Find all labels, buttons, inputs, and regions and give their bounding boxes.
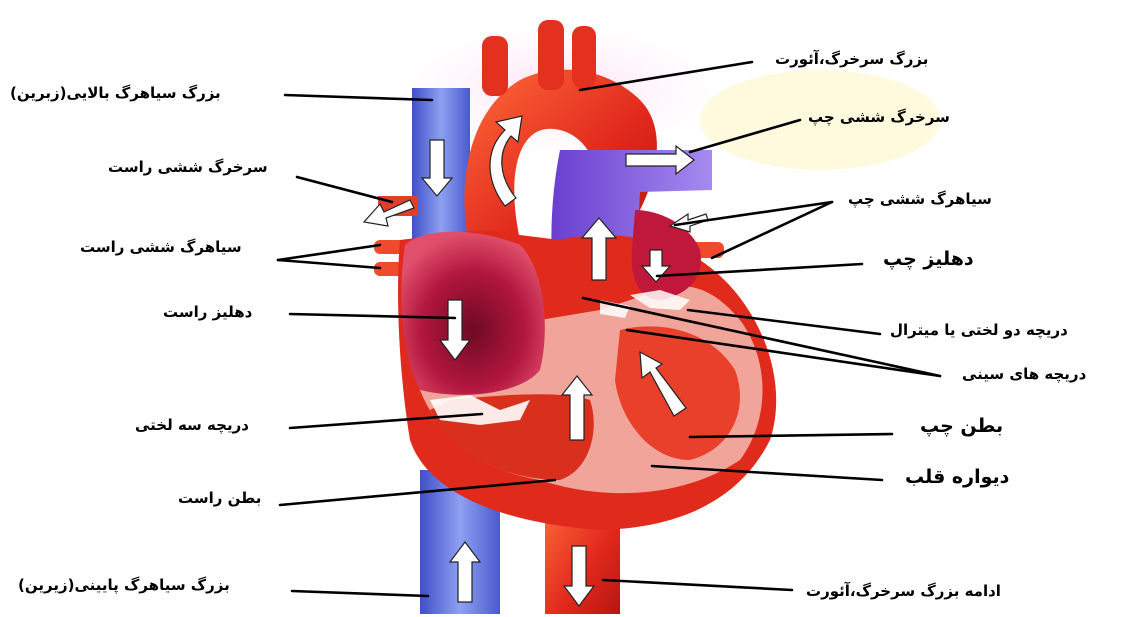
label-right-pulmonary-veins: سیاهرگ ششی راست: [80, 240, 242, 255]
label-mitral-valve: دریچه دو لختی یا میترال: [890, 323, 1068, 338]
leader-descending-aorta: [603, 580, 792, 590]
aorta-branch-1: [482, 36, 508, 96]
label-right-ventricle: بطن راست: [178, 491, 261, 506]
label-left-pulmonary-veins: سیاهرگ ششی چپ: [848, 192, 992, 207]
label-descending-aorta: ادامه بزرگ سرخرگ،آئورت: [806, 584, 1001, 599]
leader-right-pulmonary-vein-1: [278, 245, 380, 260]
leader-right-pulmonary-artery: [297, 177, 392, 202]
label-right-atrium: دهلیز راست: [163, 305, 252, 320]
label-right-pulmonary-artery: سرخرگ ششی راست: [108, 160, 268, 175]
label-left-pulmonary-artery: سرخرگ ششی چپ: [808, 110, 950, 125]
aorta-branch-2: [538, 20, 564, 90]
label-inferior-vena-cava: بزرگ سیاهرگ پایینی(زیرین): [18, 578, 230, 593]
label-heart-wall: دیواره قلب: [905, 468, 1009, 487]
label-left-ventricle: بطن چپ: [920, 417, 1003, 436]
label-left-atrium: دهلیز چپ: [883, 250, 974, 269]
label-aorta-top: بزرگ سرخرگ،آئورت: [775, 52, 928, 67]
right-atrium: [401, 232, 544, 395]
leader-ivc: [292, 591, 428, 596]
label-superior-vena-cava: بزرگ سیاهرگ بالایی(زبرین): [10, 86, 221, 101]
leader-right-pulmonary-vein-2: [278, 260, 380, 268]
aorta-branch-3: [572, 26, 596, 88]
label-semilunar-valves: دریچه های سینی: [962, 367, 1086, 382]
label-tricuspid-valve: دریچه سه لختی: [135, 418, 249, 433]
